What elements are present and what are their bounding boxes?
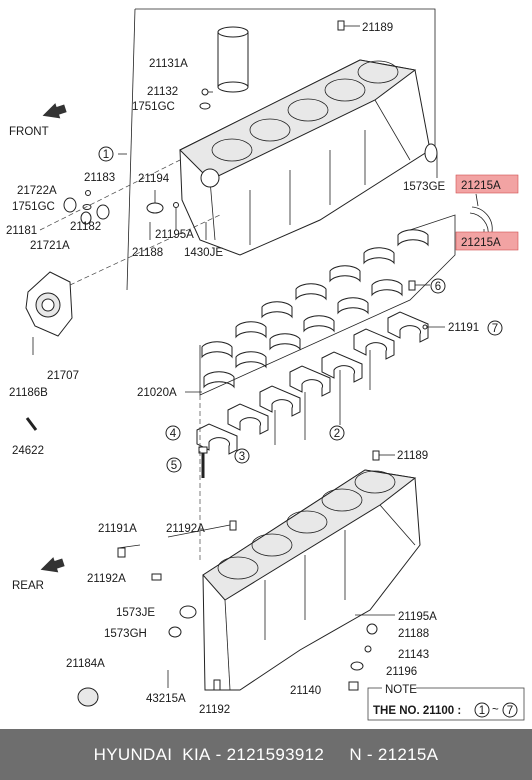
label-21140: 21140: [290, 685, 321, 697]
label-21707: 21707: [47, 370, 79, 382]
label-21189-top: 21189: [362, 22, 393, 34]
label-21192a-left: 21192A: [87, 573, 126, 585]
svg-text:7: 7: [492, 323, 498, 335]
label-21020a: 21020A: [137, 387, 177, 399]
rear-arrow-icon: [40, 557, 65, 573]
callout-4: 4: [165, 425, 181, 441]
front-arrow-icon: [42, 103, 67, 119]
label-21215a-top: 21215A: [461, 180, 501, 192]
bearing-caps: [196, 311, 429, 455]
svg-text:1: 1: [479, 705, 485, 717]
label-21188-bottom: 21188: [398, 628, 429, 640]
note-text: THE NO. 21100 :: [373, 705, 461, 717]
label-1573je: 1573JE: [116, 607, 155, 619]
label-24622: 24622: [12, 445, 44, 457]
label-21192a-top: 21192A: [166, 523, 205, 535]
svg-text:2: 2: [334, 428, 340, 440]
callout-5: 5: [166, 457, 182, 473]
label-21195a-top: 21195A: [155, 229, 194, 241]
footer-gap: [324, 745, 349, 765]
label-43215a: 43215A: [146, 693, 186, 705]
callout-1: 1: [98, 146, 114, 162]
label-1573ge: 1573GE: [403, 181, 446, 193]
callout-3: 3: [234, 448, 250, 464]
footer-n-prefix: N: [349, 744, 362, 764]
footer-part-number: 2121593912: [226, 744, 325, 764]
footer-sep-1: -: [210, 744, 227, 764]
label-21188-top: 21188: [132, 247, 163, 259]
note-box: NOTE THE NO. 21100 : 1 ~ 7: [367, 683, 525, 721]
parts-diagram: FRONT: [6, 8, 525, 721]
label-21186b: 21186B: [9, 387, 48, 399]
label-1430je: 1430JE: [184, 247, 223, 259]
label-21131a: 21131A: [149, 58, 188, 70]
front-label: FRONT: [9, 126, 49, 138]
svg-text:5: 5: [171, 460, 177, 472]
footer-brand: HYUNDAI KIA: [93, 744, 211, 764]
label-1751gc-left: 1751GC: [12, 201, 55, 213]
footer-n-code: 21215A: [377, 744, 439, 764]
svg-text:1: 1: [103, 149, 109, 161]
label-21721a: 21721A: [30, 240, 70, 252]
upper-frame: [135, 8, 436, 150]
callout-6: 6: [430, 278, 446, 294]
cylinder-liner: [217, 26, 249, 93]
upper-cylinder-block: [179, 59, 431, 256]
bearing-shells-upper: [199, 214, 456, 396]
label-21215a-bottom: 21215A: [461, 237, 501, 249]
svg-text:3: 3: [239, 451, 245, 463]
oil-seal-housing: [25, 271, 73, 337]
label-21722a: 21722A: [17, 185, 57, 197]
label-21195a-bottom: 21195A: [398, 611, 437, 623]
label-21194: 21194: [138, 173, 170, 185]
footer-sep-2: -: [361, 744, 378, 764]
footer-bar: HYUNDAI KIA - 2121593912 N - 21215A: [0, 729, 532, 780]
label-21189-bottom: 21189: [397, 450, 428, 462]
highlight-21215a-bottom: [455, 231, 519, 251]
label-21184a: 21184A: [66, 658, 105, 670]
label-1573gh: 1573GH: [104, 628, 147, 640]
svg-text:6: 6: [435, 281, 441, 293]
svg-text:4: 4: [170, 428, 177, 440]
lower-cylinder-block: [202, 469, 421, 691]
label-21183: 21183: [84, 172, 115, 184]
label-21196: 21196: [386, 666, 417, 678]
label-21143: 21143: [398, 649, 429, 661]
label-1751gc-top: 1751GC: [132, 101, 175, 113]
label-21182: 21182: [70, 221, 101, 233]
highlight-21215a-top: [455, 174, 519, 194]
callout-7: 7: [487, 320, 503, 336]
label-21132: 21132: [147, 86, 178, 98]
label-21181: 21181: [6, 225, 37, 237]
label-21192: 21192: [199, 704, 230, 716]
label-21191a: 21191A: [98, 523, 137, 535]
callout-2: 2: [329, 425, 345, 441]
note-title: NOTE: [385, 684, 417, 696]
svg-text:7: 7: [507, 705, 513, 717]
rear-label: REAR: [12, 580, 44, 592]
svg-text:~: ~: [492, 704, 499, 716]
label-21191-right: 21191: [448, 322, 479, 334]
